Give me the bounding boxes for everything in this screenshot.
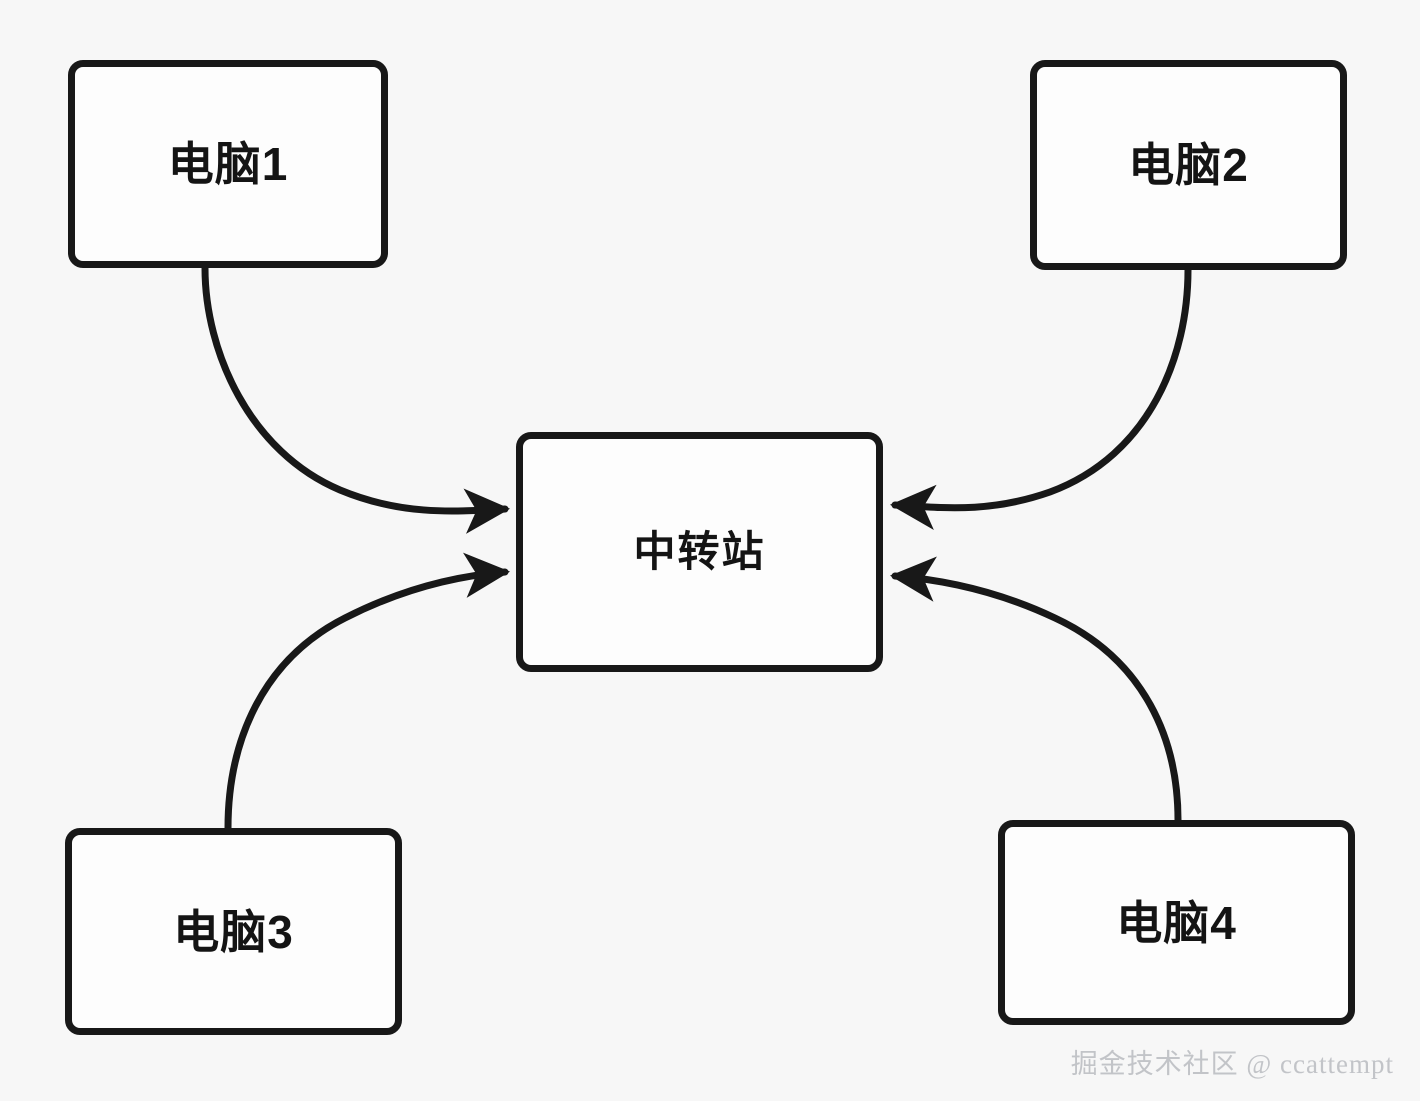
node-pc4[interactable]: 电脑4 <box>998 820 1355 1025</box>
node-pc1[interactable]: 电脑1 <box>68 60 388 268</box>
node-hub-label: 中转站 <box>633 528 766 575</box>
node-pc4-label: 电脑4 <box>1116 896 1237 949</box>
node-hub[interactable]: 中转站 <box>516 432 883 672</box>
node-pc3[interactable]: 电脑3 <box>65 828 402 1035</box>
edge-pc1-hub <box>201 264 511 534</box>
edge-pc4-hub <box>889 556 1182 824</box>
edge-pc2-hub <box>889 266 1192 531</box>
node-pc3-label: 电脑3 <box>173 905 294 958</box>
node-pc2[interactable]: 电脑2 <box>1030 60 1347 270</box>
edge-pc3-hub <box>224 552 511 832</box>
watermark: 掘金技术社区 @ ccattempt <box>1070 1049 1394 1079</box>
node-pc2-label: 电脑2 <box>1128 139 1249 191</box>
node-pc1-label: 电脑1 <box>167 138 289 190</box>
